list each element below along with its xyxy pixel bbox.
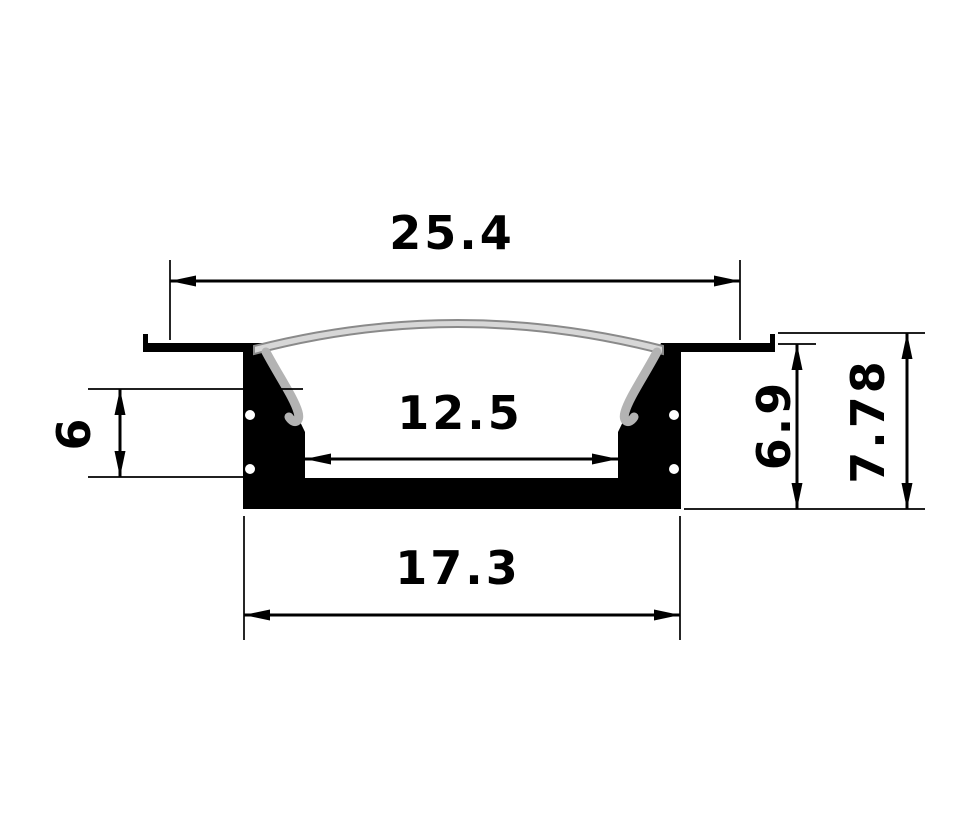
dim-total-height-label: 7.78 [841, 358, 895, 484]
arrowhead-right-icon [592, 453, 618, 465]
diffuser-hook-right-icon [619, 347, 662, 426]
diffuser-hook-left-icon [261, 347, 304, 426]
dim-inner-depth: 6 [47, 388, 303, 478]
arrowhead-down-icon [791, 483, 803, 509]
wall-hole-left-upper [245, 410, 255, 420]
arrowhead-down-icon [901, 483, 913, 509]
arrowhead-right-icon [654, 609, 680, 621]
arrowhead-left-icon [305, 453, 331, 465]
wall-hole-left-lower [245, 464, 255, 474]
dim-top-width: 25.4 [169, 206, 741, 340]
arrowhead-left-icon [244, 609, 270, 621]
arrowhead-up-icon [901, 333, 913, 359]
arrowhead-up-icon [791, 344, 803, 370]
dim-total-height: 7.78 [684, 332, 925, 510]
arrowhead-left-icon [170, 275, 196, 287]
wall-hole-right-upper [669, 410, 679, 420]
dim-bottom-width: 17.3 [243, 516, 681, 640]
dim-inner-width: 12.5 [305, 386, 618, 465]
dim-bottom-width-label: 17.3 [395, 541, 521, 595]
arrowhead-up-icon [114, 389, 126, 415]
dim-side-height: 6.9 [747, 343, 816, 509]
arrowhead-right-icon [714, 275, 740, 287]
arrowhead-down-icon [114, 451, 126, 477]
wall-hole-right-lower [669, 464, 679, 474]
dim-inner-width-label: 12.5 [397, 386, 523, 440]
dim-side-height-label: 6.9 [747, 380, 801, 471]
profile-section [143, 319, 775, 509]
dim-inner-depth-label: 6 [47, 415, 101, 450]
diffuser-cover [253, 319, 664, 356]
dim-top-width-label: 25.4 [389, 206, 515, 260]
profile-body [143, 334, 775, 509]
